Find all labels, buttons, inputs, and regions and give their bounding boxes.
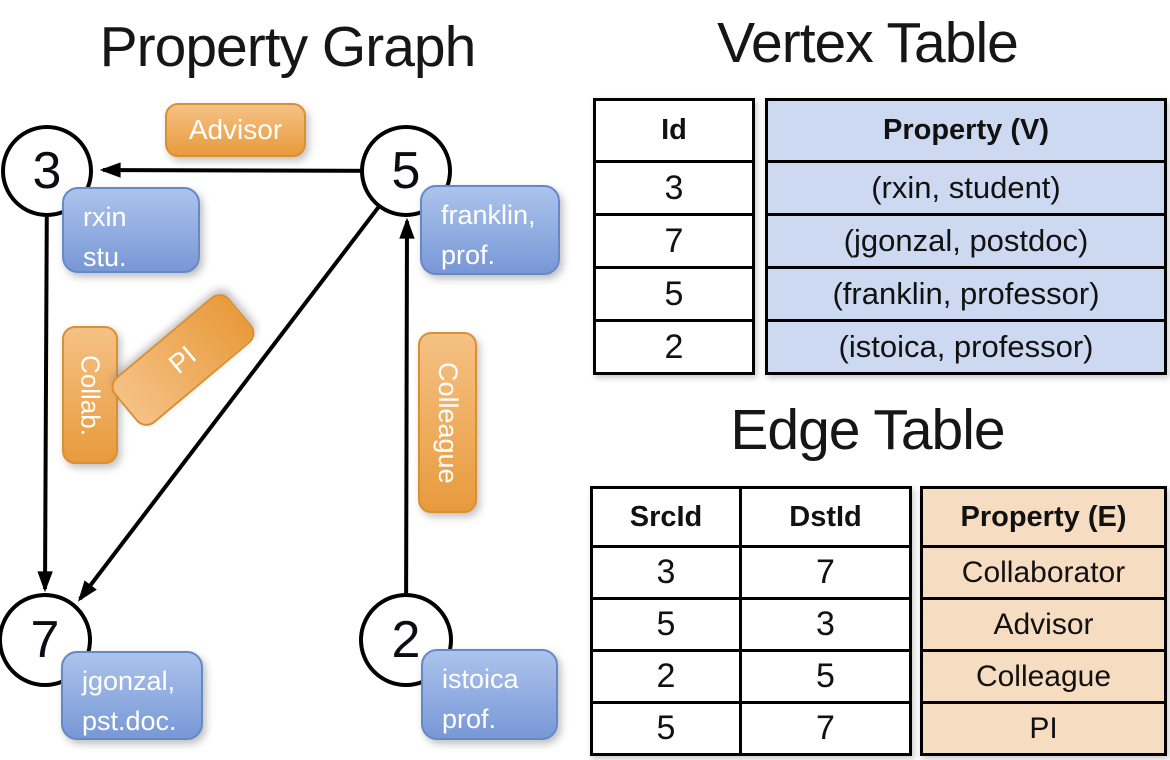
vertex-table-header-id: Id: [661, 114, 687, 146]
node-3-property-label: rxin stu.: [62, 187, 200, 273]
table-cell: (istoica, professor): [768, 319, 1164, 372]
edge-table-header-dstid: DstId: [789, 500, 862, 533]
table-cell: 5: [593, 701, 742, 753]
node-5-property-label: franklin, prof.: [420, 185, 560, 275]
edge-label-colleague-text: Colleague: [433, 361, 463, 484]
table-cell: 5: [596, 266, 752, 319]
edge-table: SrcId DstId 3 7 5 3 2 5 5 7 Property (E)…: [590, 486, 1167, 756]
node-7-property-line2: pst.doc.: [82, 706, 177, 736]
vertex-table-property-column: Property (V) (rxin, student) (jgonzal, p…: [765, 98, 1167, 375]
table-cell: 2: [596, 319, 752, 372]
table-cell: Colleague: [923, 649, 1164, 701]
node-5-id: 5: [391, 142, 421, 200]
node-3-id: 3: [32, 142, 62, 200]
edge-table-title: Edge Table: [730, 398, 1005, 462]
property-graph-title: Property Graph: [99, 15, 477, 79]
node-2-property-label: istoica prof.: [421, 649, 558, 740]
edge-label-pi-text: PI: [163, 339, 203, 380]
edge-colleague-2-to-5: [399, 217, 415, 641]
table-cell: Advisor: [923, 597, 1164, 649]
property-graph-diagram: [0, 125, 453, 687]
node-7-property-line1: jgonzal,: [82, 666, 176, 696]
node-3-property-line2: stu.: [83, 242, 127, 272]
edge-label-collab-text: Collab.: [75, 354, 106, 436]
edge-label-colleague: Colleague: [418, 332, 477, 513]
edge-table-id-columns: SrcId DstId 3 7 5 3 2 5 5 7: [590, 486, 912, 756]
node-7-id: 7: [30, 611, 60, 669]
node-5-property-line2: prof.: [441, 240, 496, 270]
table-cell: 3: [742, 597, 909, 649]
table-cell: 2: [593, 649, 742, 701]
node-3-property-line1: rxin: [83, 202, 127, 232]
node-5-property-line1: franklin,: [441, 200, 536, 230]
table-cell: 7: [742, 701, 909, 753]
vertex-table-id-column: Id 3 7 5 2: [593, 98, 755, 375]
table-cell: 3: [593, 545, 742, 597]
node-2-property-line2: prof.: [442, 704, 497, 734]
edge-label-advisor-text: Advisor: [188, 114, 283, 145]
edge-label-advisor: Advisor: [165, 103, 306, 157]
node-2-property-line1: istoica: [442, 664, 519, 694]
table-cell: 3: [596, 160, 752, 213]
table-cell: Collaborator: [923, 545, 1164, 597]
vertex-table-title: Vertex Table: [717, 11, 1019, 75]
table-cell: 7: [596, 213, 752, 266]
table-cell: (jgonzal, postdoc): [768, 213, 1164, 266]
table-cell: 5: [742, 649, 909, 701]
table-cell: (rxin, student): [768, 160, 1164, 213]
vertex-table-header-property: Property (V): [883, 114, 1049, 146]
table-cell: (franklin, professor): [768, 266, 1164, 319]
vertex-table: Id 3 7 5 2 Property (V) (rxin, student) …: [593, 98, 1167, 375]
edge-label-collab: Collab.: [62, 326, 118, 464]
edge-collaborator-3-to-7: [37, 170, 53, 593]
node-2-id: 2: [391, 611, 421, 669]
edge-table-header-srcid: SrcId: [593, 489, 742, 545]
table-cell: PI: [923, 701, 1164, 753]
table-cell: 5: [593, 597, 742, 649]
edge-pi-5-to-7: [78, 169, 408, 602]
node-7-property-label: jgonzal, pst.doc.: [61, 651, 203, 740]
edge-table-property-column: Property (E) Collaborator Advisor Collea…: [920, 486, 1167, 756]
table-cell: 7: [742, 545, 909, 597]
edge-advisor-5-to-3: [99, 162, 407, 178]
edge-table-header-property: Property (E): [960, 500, 1127, 533]
